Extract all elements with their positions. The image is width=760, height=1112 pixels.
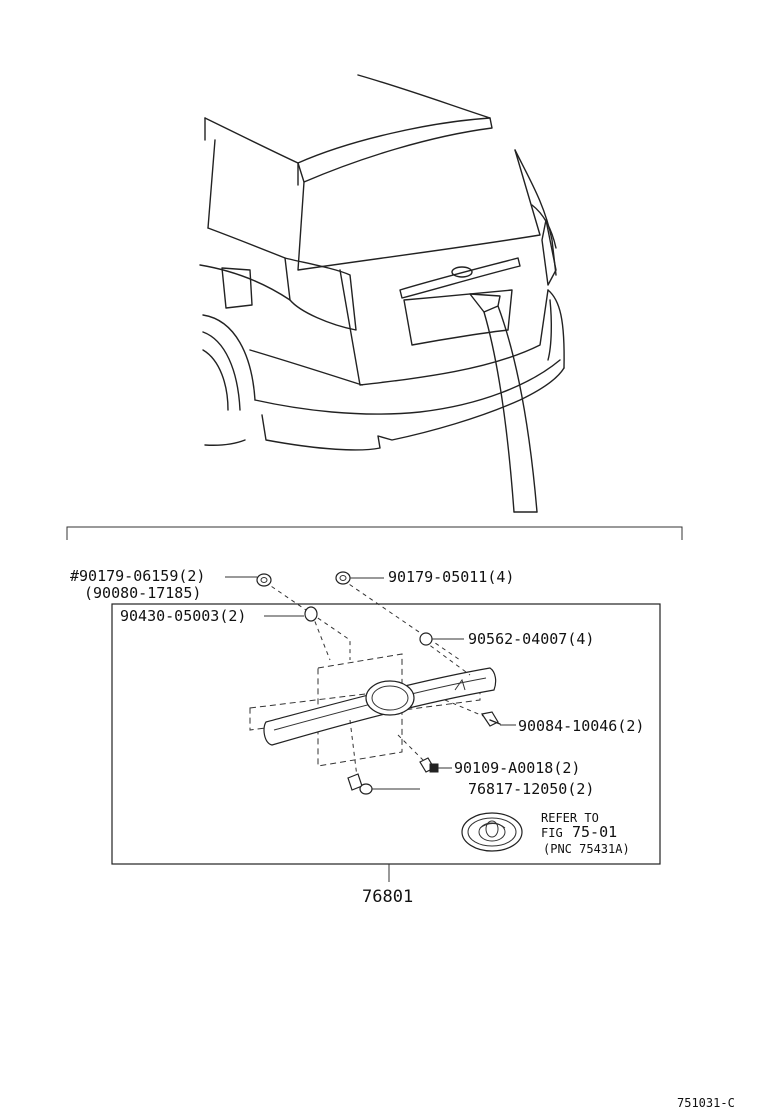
callout-90179-05011: 90179-05011(4): [388, 568, 514, 586]
nut-90562-04007: [419, 632, 464, 646]
screw-90084-10046: [481, 711, 516, 727]
callout-90562-04007: 90562-04007(4): [468, 630, 594, 648]
washer-90430-05003: [264, 606, 318, 622]
clip-76817-12050: [347, 773, 420, 795]
assembly-box: [111, 603, 661, 865]
callout-90179-06159: #90179-06159(2): [70, 567, 205, 585]
assembly-number: 76801: [362, 887, 413, 907]
callout-76817-12050: 76817-12050(2): [468, 780, 594, 798]
refer-line-2-number: 75-01: [572, 823, 617, 841]
clip-90109-A0018: [419, 757, 452, 773]
callout-90109-A0018: 90109-A0018(2): [454, 759, 580, 777]
callout-90080-17185: (90080-17185): [84, 584, 201, 602]
emblem-icon: [461, 812, 523, 852]
refer-line-2-prefix: FIG: [541, 826, 563, 840]
nut-90179-05011: [335, 571, 384, 585]
callout-90084-10046: 90084-10046(2): [518, 717, 644, 735]
refer-line-3: (PNC 75431A): [543, 842, 630, 856]
section-bracket: [66, 526, 683, 540]
vehicle-rear-illustration: [199, 74, 565, 513]
garnish-part: [249, 653, 497, 767]
figure-code: 751031-C: [677, 1096, 735, 1110]
refer-line-1: REFER TO: [541, 811, 599, 825]
callout-90430-05003: 90430-05003(2): [120, 607, 246, 625]
nut-90179-06159: [225, 573, 272, 587]
